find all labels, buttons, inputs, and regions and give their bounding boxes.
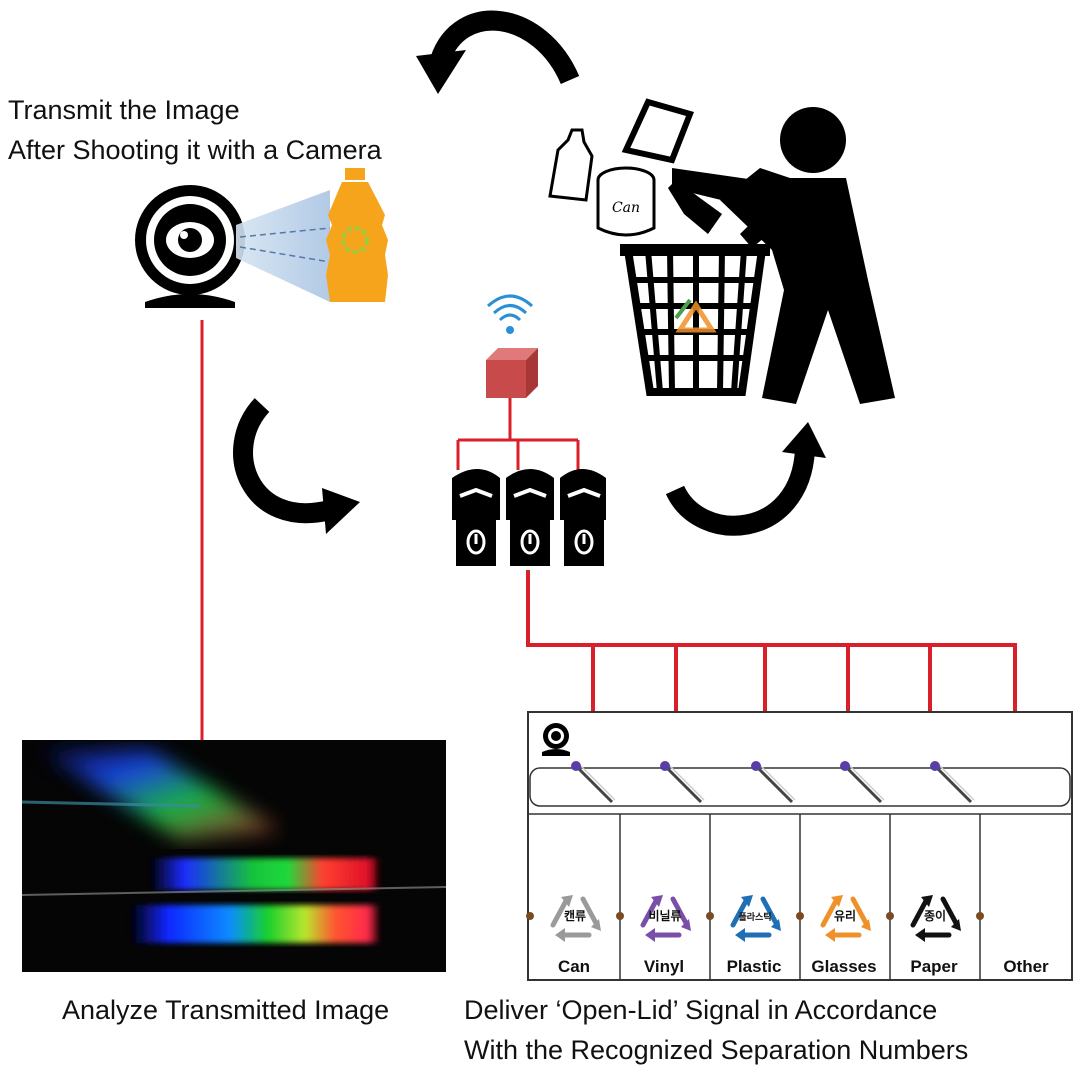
recycle-icon-plastic: 플라스틱 <box>730 895 781 942</box>
transmit-label: Transmit the Image After Shooting it wit… <box>8 90 382 170</box>
recycle-korean-vinyl: 비닐류 <box>648 908 681 923</box>
cycle-arrow-left <box>233 398 360 534</box>
deliver-label: Deliver ‘Open-Lid’ Signal in Accordance … <box>464 990 968 1070</box>
camera-beam <box>236 190 330 302</box>
can-label: Can <box>612 200 640 216</box>
paper-icon <box>621 98 694 164</box>
analyze-label: Analyze Transmitted Image <box>62 995 390 1025</box>
recycle-symbols: 캔류 비닐류 플라스틱 유리 종이 <box>550 895 961 942</box>
glass-bottle-icon <box>668 180 722 234</box>
bin-label-other: Other <box>1003 957 1049 976</box>
recycle-icon-paper: 종이 <box>910 895 961 942</box>
recycle-icon-glasses: 유리 <box>820 895 871 942</box>
recycle-korean-glasses: 유리 <box>834 908 856 923</box>
trash-person-icon <box>672 107 895 404</box>
cycle-arrow-right <box>665 422 826 536</box>
recycle-icon-vinyl: 비닐류 <box>640 895 691 942</box>
controller-cube-icon <box>486 348 538 398</box>
bin-label-vinyl: Vinyl <box>643 957 685 976</box>
can-icon: Can <box>596 166 656 237</box>
recycle-korean-plastic: 플라스틱 <box>738 911 771 923</box>
deliver-label-line1: Deliver ‘Open-Lid’ Signal in Accordance <box>464 995 938 1025</box>
bin-label-paper: Paper <box>910 957 958 976</box>
bin-label-can: Can <box>557 957 591 976</box>
bin-bank <box>526 711 1073 981</box>
bank-camera-icon <box>542 723 570 756</box>
mini-bins-icon <box>452 469 606 566</box>
orange-bottle-icon <box>326 168 388 302</box>
transmit-label-line2: After Shooting it with a Camera <box>8 135 382 165</box>
transmit-label-line1: Transmit the Image <box>8 95 240 125</box>
mini-bin-1 <box>452 469 500 566</box>
controller-wires <box>456 398 580 470</box>
mini-bin-2 <box>506 469 554 566</box>
recycle-korean-can: 캔류 <box>564 908 586 923</box>
recycle-korean-paper: 종이 <box>924 908 946 923</box>
bin-label-glasses: Glasses <box>811 957 877 976</box>
bin-label-plastic: Plastic <box>726 957 782 976</box>
camera-icon <box>135 185 245 308</box>
recycle-icon-can: 캔류 <box>550 895 601 942</box>
wastebasket-icon <box>620 244 770 396</box>
mini-bin-3 <box>560 469 606 566</box>
wifi-icon <box>486 294 534 334</box>
cycle-arrow-top <box>416 10 580 94</box>
deliver-label-line2: With the Recognized Separation Numbers <box>464 1035 969 1065</box>
plastic-bottle-icon <box>548 128 594 202</box>
bank-wires <box>526 570 1017 712</box>
spectrum-image <box>21 740 447 972</box>
